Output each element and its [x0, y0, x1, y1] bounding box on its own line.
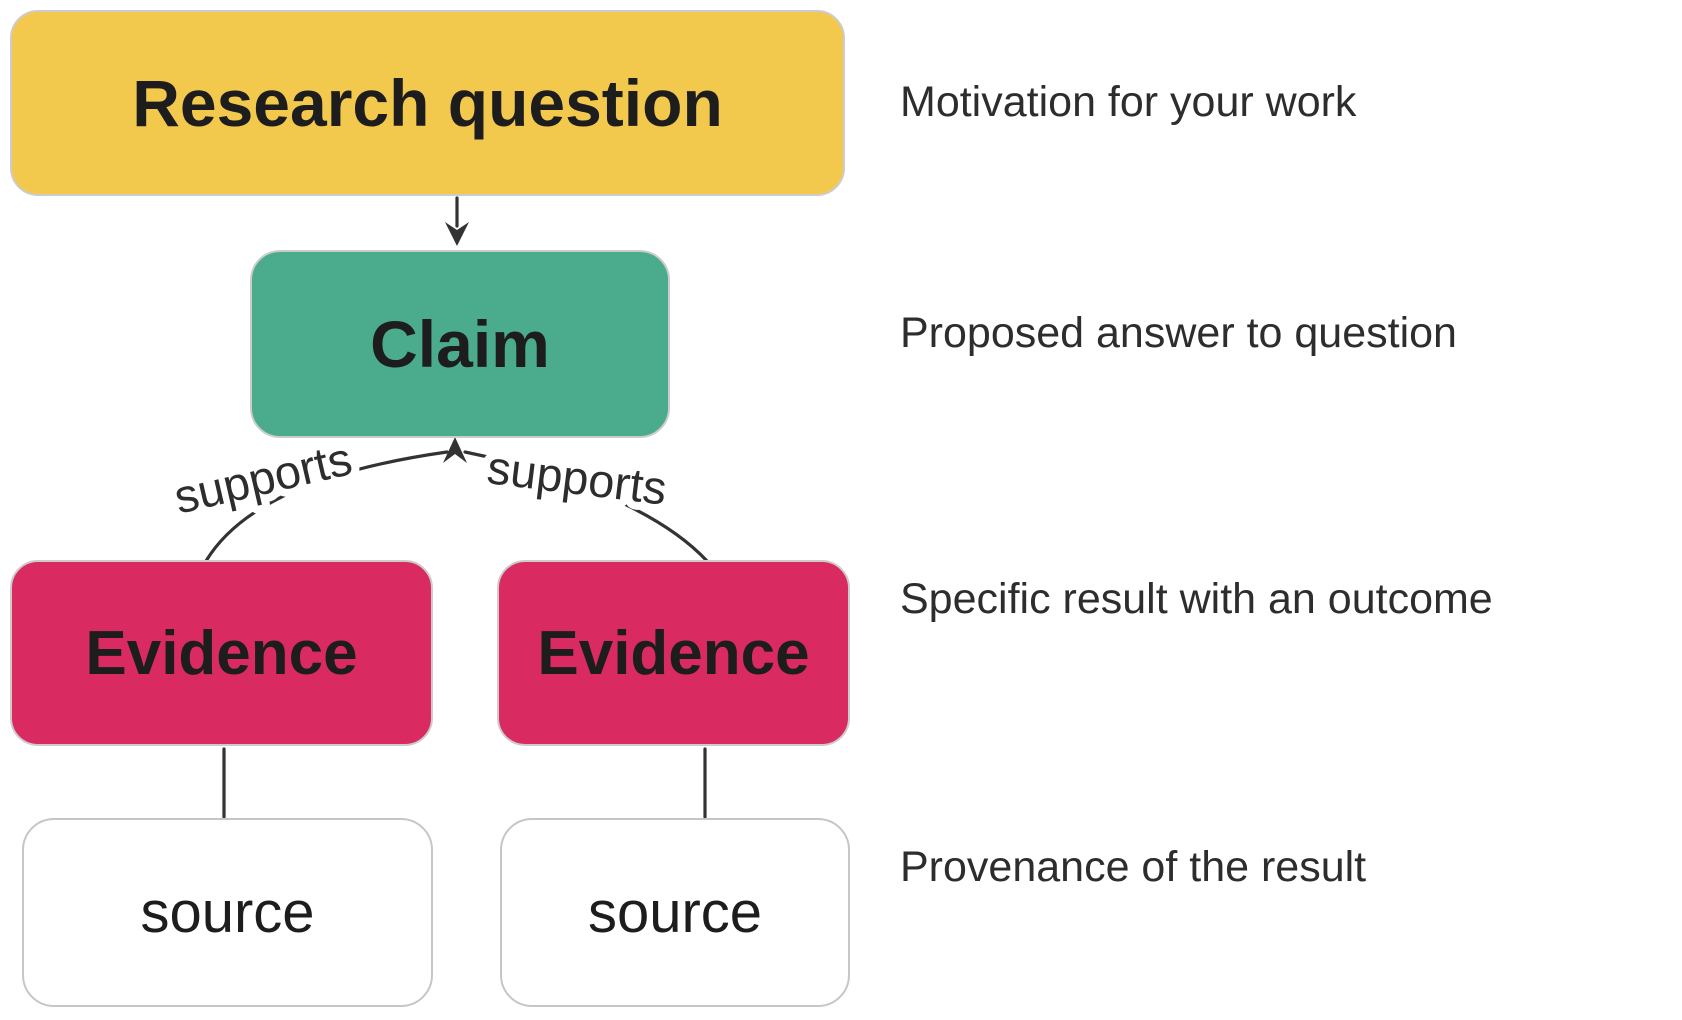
annotation-evidence: Specific result with an outcome	[900, 575, 1493, 623]
arrow-evidence-left-to-claim	[204, 450, 449, 563]
node-research-question: Research question	[10, 10, 845, 196]
node-evidence-left: Evidence	[10, 560, 433, 746]
node-source-right-label: source	[587, 880, 763, 945]
node-source-right: source	[500, 818, 850, 1007]
edge-label-supports-right: supports	[484, 440, 669, 515]
node-claim-label: Claim	[370, 307, 550, 381]
arrowhead-research-to-claim-icon	[445, 222, 469, 246]
node-source-left: source	[22, 818, 433, 1007]
node-source-left-label: source	[140, 880, 315, 945]
node-claim: Claim	[250, 250, 670, 438]
node-research-question-label: Research question	[132, 66, 723, 140]
annotation-source: Provenance of the result	[900, 843, 1367, 891]
node-evidence-right: Evidence	[497, 560, 850, 746]
edge-label-supports-left: supports	[169, 431, 357, 523]
node-evidence-right-label: Evidence	[537, 618, 810, 688]
arrowhead-evidence-to-claim-icon	[443, 437, 467, 463]
annotation-claim: Proposed answer to question	[900, 309, 1457, 357]
arrow-evidence-right-to-claim	[463, 450, 709, 563]
node-evidence-left-label: Evidence	[85, 618, 358, 688]
annotation-research-question: Motivation for your work	[900, 78, 1357, 126]
